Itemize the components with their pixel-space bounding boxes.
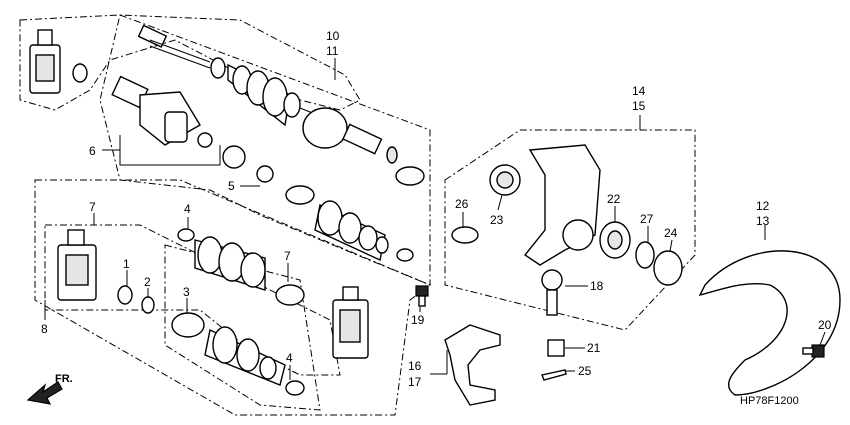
callout-10: 10 bbox=[326, 29, 340, 43]
callout-23: 23 bbox=[490, 213, 504, 227]
diagram-code: HP78F1200 bbox=[740, 395, 799, 407]
callout-4-lower: 4 bbox=[286, 351, 293, 365]
callout-11: 11 bbox=[326, 44, 339, 58]
callout-22: 22 bbox=[607, 192, 621, 206]
bolt-19 bbox=[415, 285, 429, 307]
inner-joint-parts bbox=[117, 228, 305, 396]
callout-20: 20 bbox=[818, 318, 832, 332]
callout-4-upper: 4 bbox=[184, 202, 191, 216]
callout-labels: 10 11 6 5 7 8 4 7 1 2 3 4 14 15 23 26 22… bbox=[41, 29, 832, 389]
drive-shaft-group-box bbox=[99, 14, 431, 286]
leader-lines bbox=[44, 58, 826, 380]
callout-7: 6 bbox=[89, 144, 96, 158]
disc-cover bbox=[698, 250, 841, 396]
knuckle-group-box bbox=[444, 129, 696, 331]
callout-27: 27 bbox=[640, 212, 654, 226]
grease-bottle-upper bbox=[29, 29, 88, 94]
grease-bottle-lower-left bbox=[57, 229, 97, 301]
callout-18: 18 bbox=[590, 279, 604, 293]
inner-joint-group-box bbox=[34, 179, 431, 416]
brake-hose-bracket bbox=[444, 324, 501, 406]
callout-25: 25 bbox=[578, 364, 592, 378]
callout-9: 8 bbox=[41, 322, 48, 336]
callout-5: 5 bbox=[228, 179, 235, 193]
callout-26: 26 bbox=[455, 197, 469, 211]
callout-14: 14 bbox=[632, 84, 646, 98]
callout-17: 17 bbox=[408, 375, 422, 389]
castle-nut-21 bbox=[547, 339, 565, 357]
direction-label: FR. bbox=[55, 373, 73, 385]
grease-bottle-lower-right bbox=[332, 286, 369, 359]
callout-12: 12 bbox=[756, 199, 770, 213]
callout-2: 2 bbox=[144, 275, 151, 289]
callout-8: 7 bbox=[89, 200, 96, 214]
callout-19: 19 bbox=[411, 313, 425, 327]
boot-sub-box bbox=[164, 244, 321, 411]
cotter-pin-25 bbox=[541, 369, 567, 381]
outer-joint-assembly bbox=[111, 75, 274, 183]
callout-1: 1 bbox=[123, 257, 130, 271]
boot-kit-group-box-upper bbox=[19, 14, 361, 111]
callout-15: 15 bbox=[632, 99, 646, 113]
drive-shaft-assembly bbox=[137, 24, 398, 164]
callout-21: 21 bbox=[587, 341, 601, 355]
callout-16: 16 bbox=[408, 359, 422, 373]
bolt-20 bbox=[802, 344, 825, 358]
front-direction-arrow-icon bbox=[26, 381, 63, 405]
callout-13: 13 bbox=[756, 214, 770, 228]
callout-6: 7 bbox=[284, 249, 291, 263]
callout-3: 3 bbox=[183, 285, 190, 299]
knuckle-assembly bbox=[451, 144, 683, 316]
callout-24: 24 bbox=[664, 226, 678, 240]
outer-boot-assembly bbox=[285, 166, 425, 262]
